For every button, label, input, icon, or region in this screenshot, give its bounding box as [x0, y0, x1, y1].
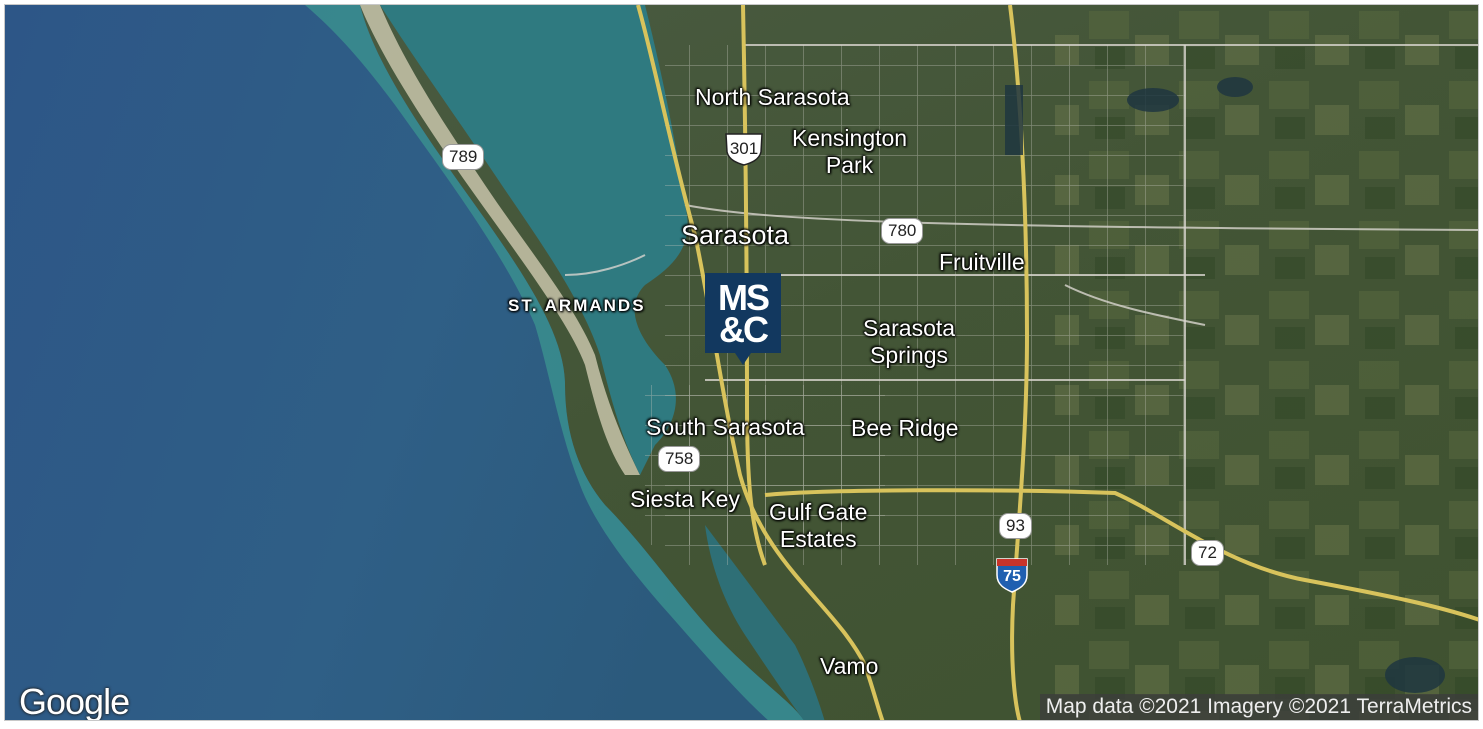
label-st-armands: ST. ARMANDS	[508, 296, 646, 315]
us-route-301-number: 301	[729, 139, 759, 158]
map-view[interactable]: North Sarasota Kensington Park Sarasota …	[4, 4, 1479, 721]
route-789-shield: 789	[442, 144, 485, 170]
google-logo[interactable]: Google	[19, 681, 130, 721]
label-sarasota-springs: Sarasota Springs	[863, 315, 956, 368]
label-north-sarasota: North Sarasota	[695, 84, 850, 110]
label-kensington-park: Kensington Park	[792, 125, 908, 178]
label-south-sarasota: South Sarasota	[646, 414, 805, 440]
route-93-shield: 93	[999, 513, 1032, 539]
map-attribution: Map data ©2021 Imagery ©2021 TerraMetric…	[1039, 694, 1478, 720]
label-vamo: Vamo	[820, 653, 879, 679]
route-758-shield: 758	[658, 446, 701, 472]
route-780-shield: 780	[881, 218, 924, 244]
label-bee-ridge: Bee Ridge	[851, 415, 959, 441]
marker-logo-line2: &C	[719, 309, 769, 350]
label-siesta-key: Siesta Key	[630, 486, 740, 512]
route-72-shield: 72	[1191, 540, 1224, 566]
us-route-301-shield: 301	[723, 132, 765, 166]
marker-logo-line1: MS	[718, 277, 770, 318]
location-marker[interactable]: MS &C	[705, 273, 781, 367]
interstate-75-shield: 75	[995, 557, 1029, 593]
label-fruitville: Fruitville	[939, 249, 1025, 275]
label-gulf-gate-estates: Gulf Gate Estates	[769, 499, 868, 552]
label-sarasota: Sarasota	[681, 220, 790, 250]
interstate-75-number: 75	[1003, 568, 1021, 585]
